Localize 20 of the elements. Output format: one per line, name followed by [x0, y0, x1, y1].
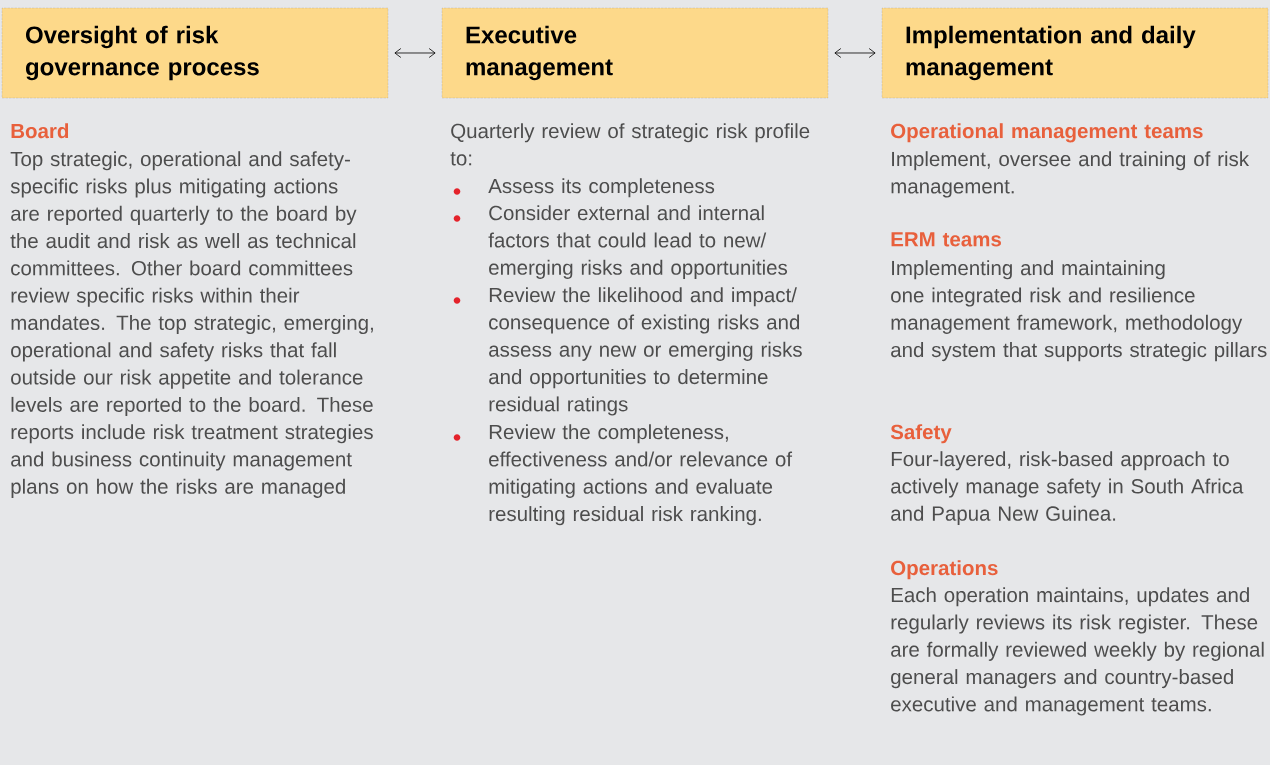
heading-box: Implementation and daily management [881, 7, 1269, 99]
double-arrow [394, 48, 436, 58]
double-arrow [834, 48, 876, 58]
body-text: Four-layered, risk-based approach to actively manage safety in South Africa and Papua New Guinea. [891, 451, 1244, 525]
section-heading: Safety [890, 424, 952, 444]
section-heading: Operational management teams [891, 123, 1203, 143]
body-text: Top strategic, operational and safety-specific risks plus mitigating actions are reported quarterly to the board by the audit and risk as well as technical committees. Other board committees review specific risks within their mandates. The top strategic, emerging, operational and safety risks that fall outside our risk appetite and tolerance levels are reported to the board. These reports include risk treatment strategies and business continuity management plans on how the risks are managed [10, 151, 373, 498]
bullet-item: Review the likelihood and impact/ consequence of existing risks and assess any new or emerging risks and opportunities to determine residual ratings [453, 287, 802, 416]
body-text: Quarterly review of strategic risk profile to: [450, 123, 810, 166]
bullet-item: Review the completeness, effectiveness and/or relevance of mitigating actions and evaluate resulting residual risk ranking. [453, 424, 793, 526]
body-text: Implement, oversee and training of risk management. [891, 151, 1250, 198]
section-heading: Board [11, 123, 69, 139]
section-heading: Operations [891, 560, 998, 580]
section-heading: ERM teams [891, 232, 1001, 247]
bullet-item: Assess its completeness [453, 178, 715, 198]
body-text: Implementing and maintaining one integrated risk and resilience management framework, methodology and system that supports strategic pillars [891, 260, 1267, 362]
body-text: Each operation maintains, updates and regularly reviews its risk register. These are formally reviewed weekly by regional general managers and country-based executive and management teams. [891, 587, 1264, 716]
heading-box: Executive management [441, 7, 829, 99]
heading-box: Oversight of risk governance process [1, 7, 389, 99]
bullet-item: Consider external and internal factors that could lead to new/ emerging risks and opportunities [453, 205, 788, 279]
